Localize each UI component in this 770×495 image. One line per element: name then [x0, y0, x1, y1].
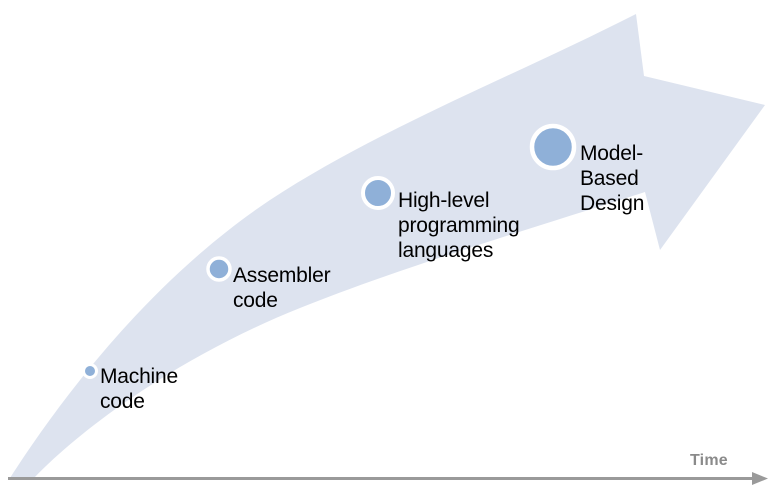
milestone-marker-assembler-code	[206, 256, 232, 282]
milestone-markers	[82, 123, 577, 379]
milestone-marker-machine-code	[82, 363, 98, 379]
progress-arrow-shape	[10, 14, 765, 478]
time-axis-arrowhead	[752, 472, 768, 485]
milestone-marker-model-based-design	[529, 123, 577, 171]
time-axis-label: Time	[690, 452, 728, 469]
progress-arrow	[10, 14, 765, 478]
time-axis	[8, 472, 768, 485]
milestone-marker-high-level-programming-languages	[361, 176, 395, 210]
